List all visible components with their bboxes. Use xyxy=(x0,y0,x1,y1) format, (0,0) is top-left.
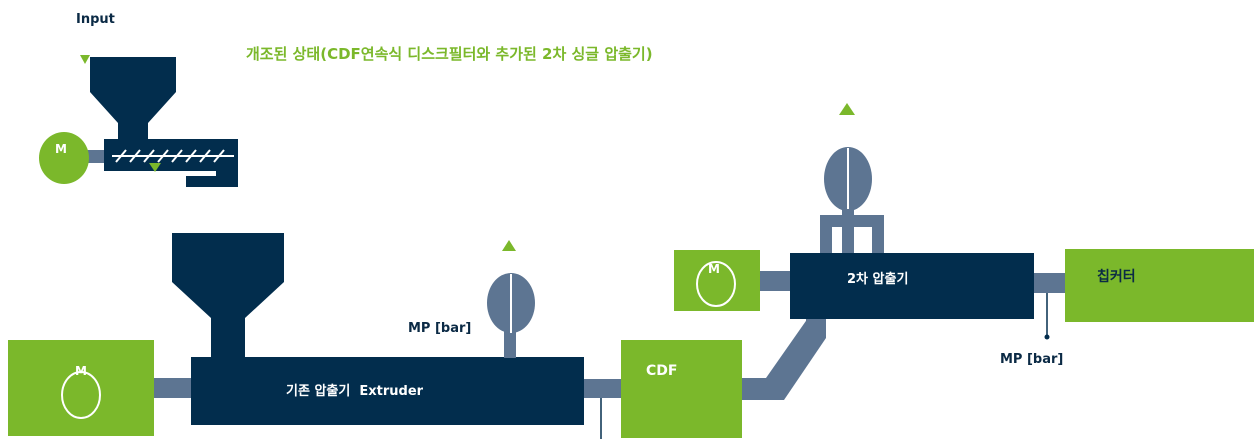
main-motor-icon xyxy=(61,371,101,419)
gauge-top-arrow-icon xyxy=(839,103,855,115)
feed-arrow-icon xyxy=(149,163,161,172)
second-motor-label: M xyxy=(708,262,720,276)
cdf-label: CDF xyxy=(646,363,678,379)
second-motor-icon xyxy=(696,261,736,307)
mp-right-label: MP [bar] xyxy=(1000,352,1064,367)
second-line xyxy=(674,103,1254,340)
screw-flights xyxy=(115,149,225,163)
gauge-left-arrow-icon xyxy=(502,240,516,251)
main-line xyxy=(8,233,826,439)
input-label: Input xyxy=(76,12,115,27)
second-extruder-label: 2차 압출기 xyxy=(847,272,909,287)
small-motor-icon xyxy=(39,132,89,184)
cdf-box xyxy=(621,340,742,438)
main-motor-label: M xyxy=(75,364,87,378)
small-motor-label: M xyxy=(55,142,67,156)
chip-cutter-label: 칩커터 xyxy=(1097,269,1136,285)
chip-cutter-box xyxy=(1065,249,1254,322)
input-feeder xyxy=(39,55,238,187)
mp-left-label: MP [bar] xyxy=(408,321,472,336)
diagram-title: 개조된 상태(CDF연속식 디스크필터와 추가된 2차 싱글 압출기) xyxy=(246,45,653,63)
input-arrow-icon xyxy=(80,55,90,64)
extruder-label: 기존 압출기 Extruder xyxy=(286,384,424,399)
